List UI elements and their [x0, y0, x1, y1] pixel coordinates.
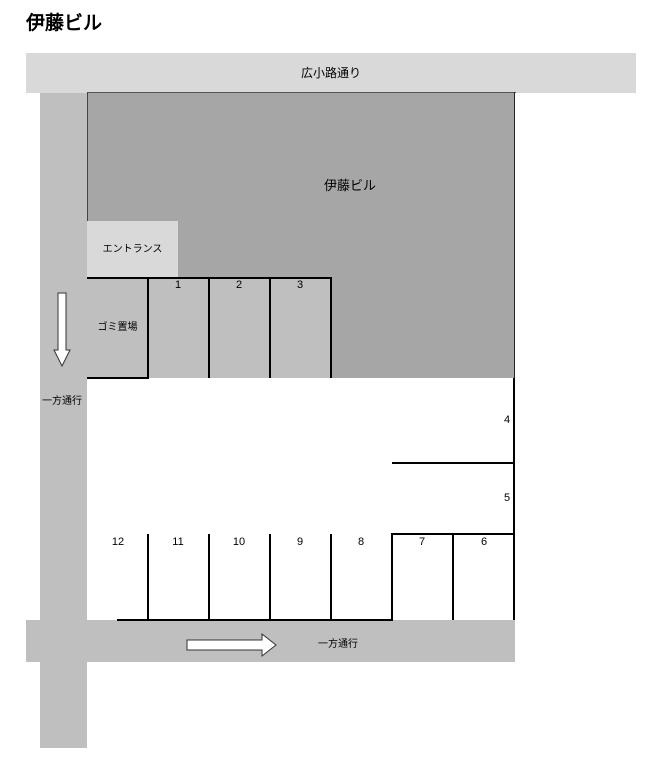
slot-8: 8 — [357, 536, 365, 548]
parking-lot — [87, 378, 515, 620]
arrow-right-icon — [186, 632, 277, 658]
building-edge — [87, 92, 516, 93]
garbage-label: ゴミ置場 — [97, 322, 138, 333]
arrow-down-icon — [53, 292, 71, 368]
slot-5: 5 — [503, 492, 511, 504]
slot-4: 4 — [503, 414, 511, 426]
entrance-label: エントランス — [102, 244, 163, 255]
slot-line — [117, 619, 393, 621]
slot-line — [452, 533, 454, 620]
slot-line — [269, 534, 271, 620]
slot-line — [391, 533, 393, 621]
garbage-area — [87, 278, 148, 378]
slot-12: 12 — [111, 536, 125, 548]
building-label: 伊藤ビル — [323, 179, 376, 194]
slot-line — [330, 534, 332, 620]
slot-line — [147, 277, 149, 378]
slot-2: 2 — [235, 279, 243, 291]
slot-1: 1 — [174, 279, 182, 291]
slot-line — [269, 277, 271, 378]
road-hirokoji-label: 広小路通り — [300, 66, 361, 80]
slot-9: 9 — [296, 536, 304, 548]
slot-3: 3 — [296, 279, 304, 291]
slot-line — [208, 534, 210, 620]
parking-upper-area — [148, 278, 331, 378]
building-edge — [87, 92, 88, 221]
slot-line — [147, 534, 149, 620]
left-oneway-label: 一方通行 — [42, 396, 82, 407]
bottom-oneway-label: 一方通行 — [318, 639, 358, 650]
slot-7: 7 — [418, 536, 426, 548]
slot-10: 10 — [232, 536, 246, 548]
entrance — [87, 221, 178, 278]
slot-6: 6 — [480, 536, 488, 548]
building-edge — [514, 92, 515, 378]
slot-line — [330, 277, 332, 378]
page-title: 伊藤ビル — [26, 12, 103, 34]
slot-11: 11 — [172, 536, 184, 548]
road-hirokoji — [26, 53, 636, 93]
slot-line — [513, 378, 515, 620]
slot-line — [392, 462, 514, 464]
slot-line — [87, 377, 149, 379]
slot-line — [208, 277, 210, 378]
